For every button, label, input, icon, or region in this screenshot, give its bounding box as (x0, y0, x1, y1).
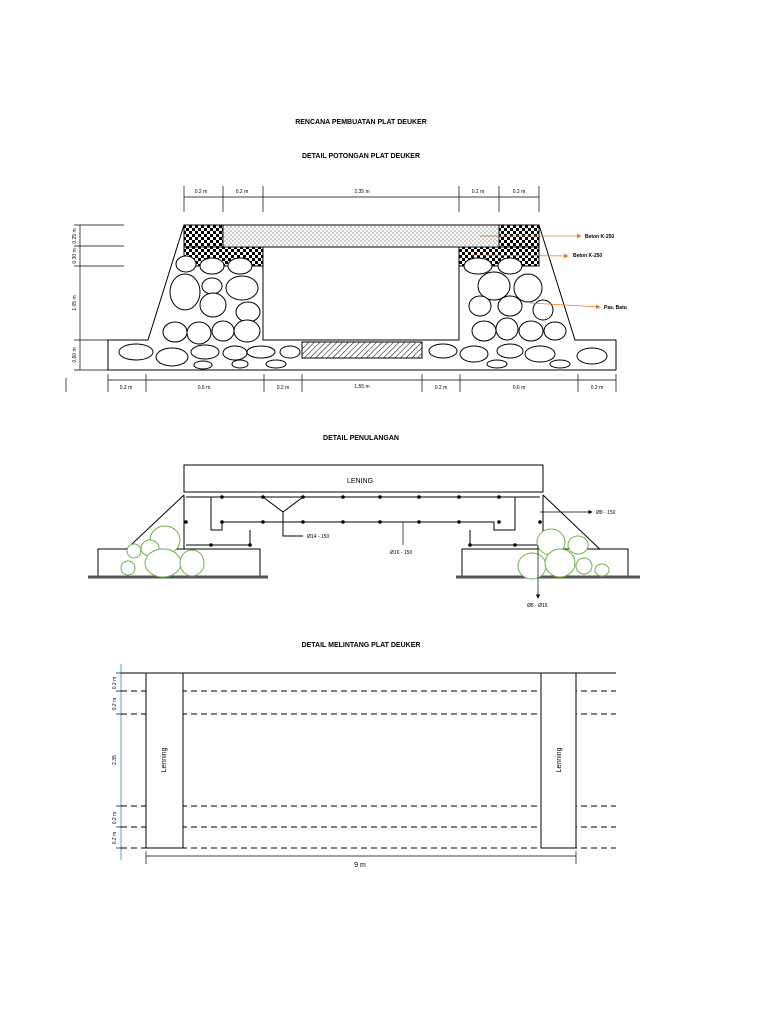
left-dim-3: 1.05 m (72, 295, 78, 310)
stone-masonry-left (118, 255, 301, 370)
potongan-section: 0.2 m 0.2 m 2.35 m 0.2 m 0.2 m 0.25 m 0.… (65, 186, 627, 392)
mel-dim-5: 0.2 m (112, 832, 118, 845)
mel-dim-3: 2.35 (112, 755, 118, 765)
melintang-section: 0.2 m 0.2 m 2.35 0.2 m 0.2 m Lenning Len… (112, 664, 616, 869)
bottom-dim-4: 1.55 m (354, 384, 369, 390)
label-o8-o16: Ø8 - Ø16 (527, 603, 548, 609)
label-o8-150: Ø8 - 150 (596, 510, 616, 516)
mel-dim-2: 0.2 m (112, 698, 118, 711)
bottom-dimension-line (65, 374, 617, 392)
lening-box-left (145, 672, 184, 849)
mel-dim-4: 0.2 m (112, 812, 118, 825)
lening-label: LENING (347, 478, 373, 485)
left-dim-1: 0.25 m (72, 228, 78, 243)
penulangan-section: LENING (88, 464, 640, 609)
lening-left-label: Lenning (161, 747, 168, 772)
section1-title: DETAIL POTONGAN PLAT DEUKER (302, 153, 420, 160)
deck-slab (222, 224, 500, 248)
bottom-dim-6: 0.6 m (513, 385, 526, 391)
left-dim-2: 0.30 m (72, 248, 78, 263)
lening-box-right (540, 672, 577, 849)
concrete-checker-left-top (183, 224, 224, 248)
span-dimension-line (145, 851, 577, 864)
top-dim-2: 0.2 m (236, 189, 249, 195)
stone-masonry-right (428, 257, 608, 369)
bottom-dim-3: 0.2 m (277, 385, 290, 391)
section2-title: DETAIL PENULANGAN (323, 435, 399, 442)
green-stones-left (120, 525, 205, 578)
top-dim-1: 0.2 m (195, 189, 208, 195)
label-beton-1: Beton K-250 (585, 234, 614, 240)
rebar-bent (262, 496, 304, 537)
section3-title: DETAIL MELINTANG PLAT DEUKER (302, 642, 421, 649)
lening-slab (183, 464, 544, 493)
rebar-dots (184, 495, 542, 547)
top-dim-4: 0.2 m (472, 189, 485, 195)
leader-beton-2 (469, 253, 569, 259)
top-dim-3: 2.35 m (354, 189, 369, 195)
culvert-opening (262, 245, 460, 341)
main-title: RENCANA PEMBUATAN PLAT DEUKER (295, 119, 427, 126)
label-o16-150: Ø16 - 150 (390, 550, 412, 556)
rebar-frame (210, 496, 516, 531)
label-o14-150: Ø14 - 150 (307, 534, 329, 540)
floor-slab (301, 341, 423, 359)
lening-right-label: Lenning (556, 747, 563, 772)
structure-outline (107, 224, 617, 371)
left-dimension-line (74, 224, 124, 371)
leader-pasbatu (529, 302, 601, 310)
bottom-dim-5: 0.2 m (435, 385, 448, 391)
top-dim-5: 0.2 m (513, 189, 526, 195)
mel-dim-1: 0.2 m (112, 677, 118, 690)
bottom-dim-7: 0.2 m (591, 385, 604, 391)
left-dim-4: 0.60 m (72, 347, 78, 362)
top-dimension-line (183, 186, 540, 212)
green-stones-right (517, 528, 610, 580)
label-beton-2: Beton K-250 (573, 253, 602, 259)
bottom-dim-2: 0.6 m (198, 385, 211, 391)
rebar-lower (186, 530, 540, 546)
span-dim-label: 9 m (354, 862, 366, 869)
bottom-dim-1: 0.2 m (120, 385, 133, 391)
label-pasbatu: Pas. Batu (604, 305, 627, 311)
